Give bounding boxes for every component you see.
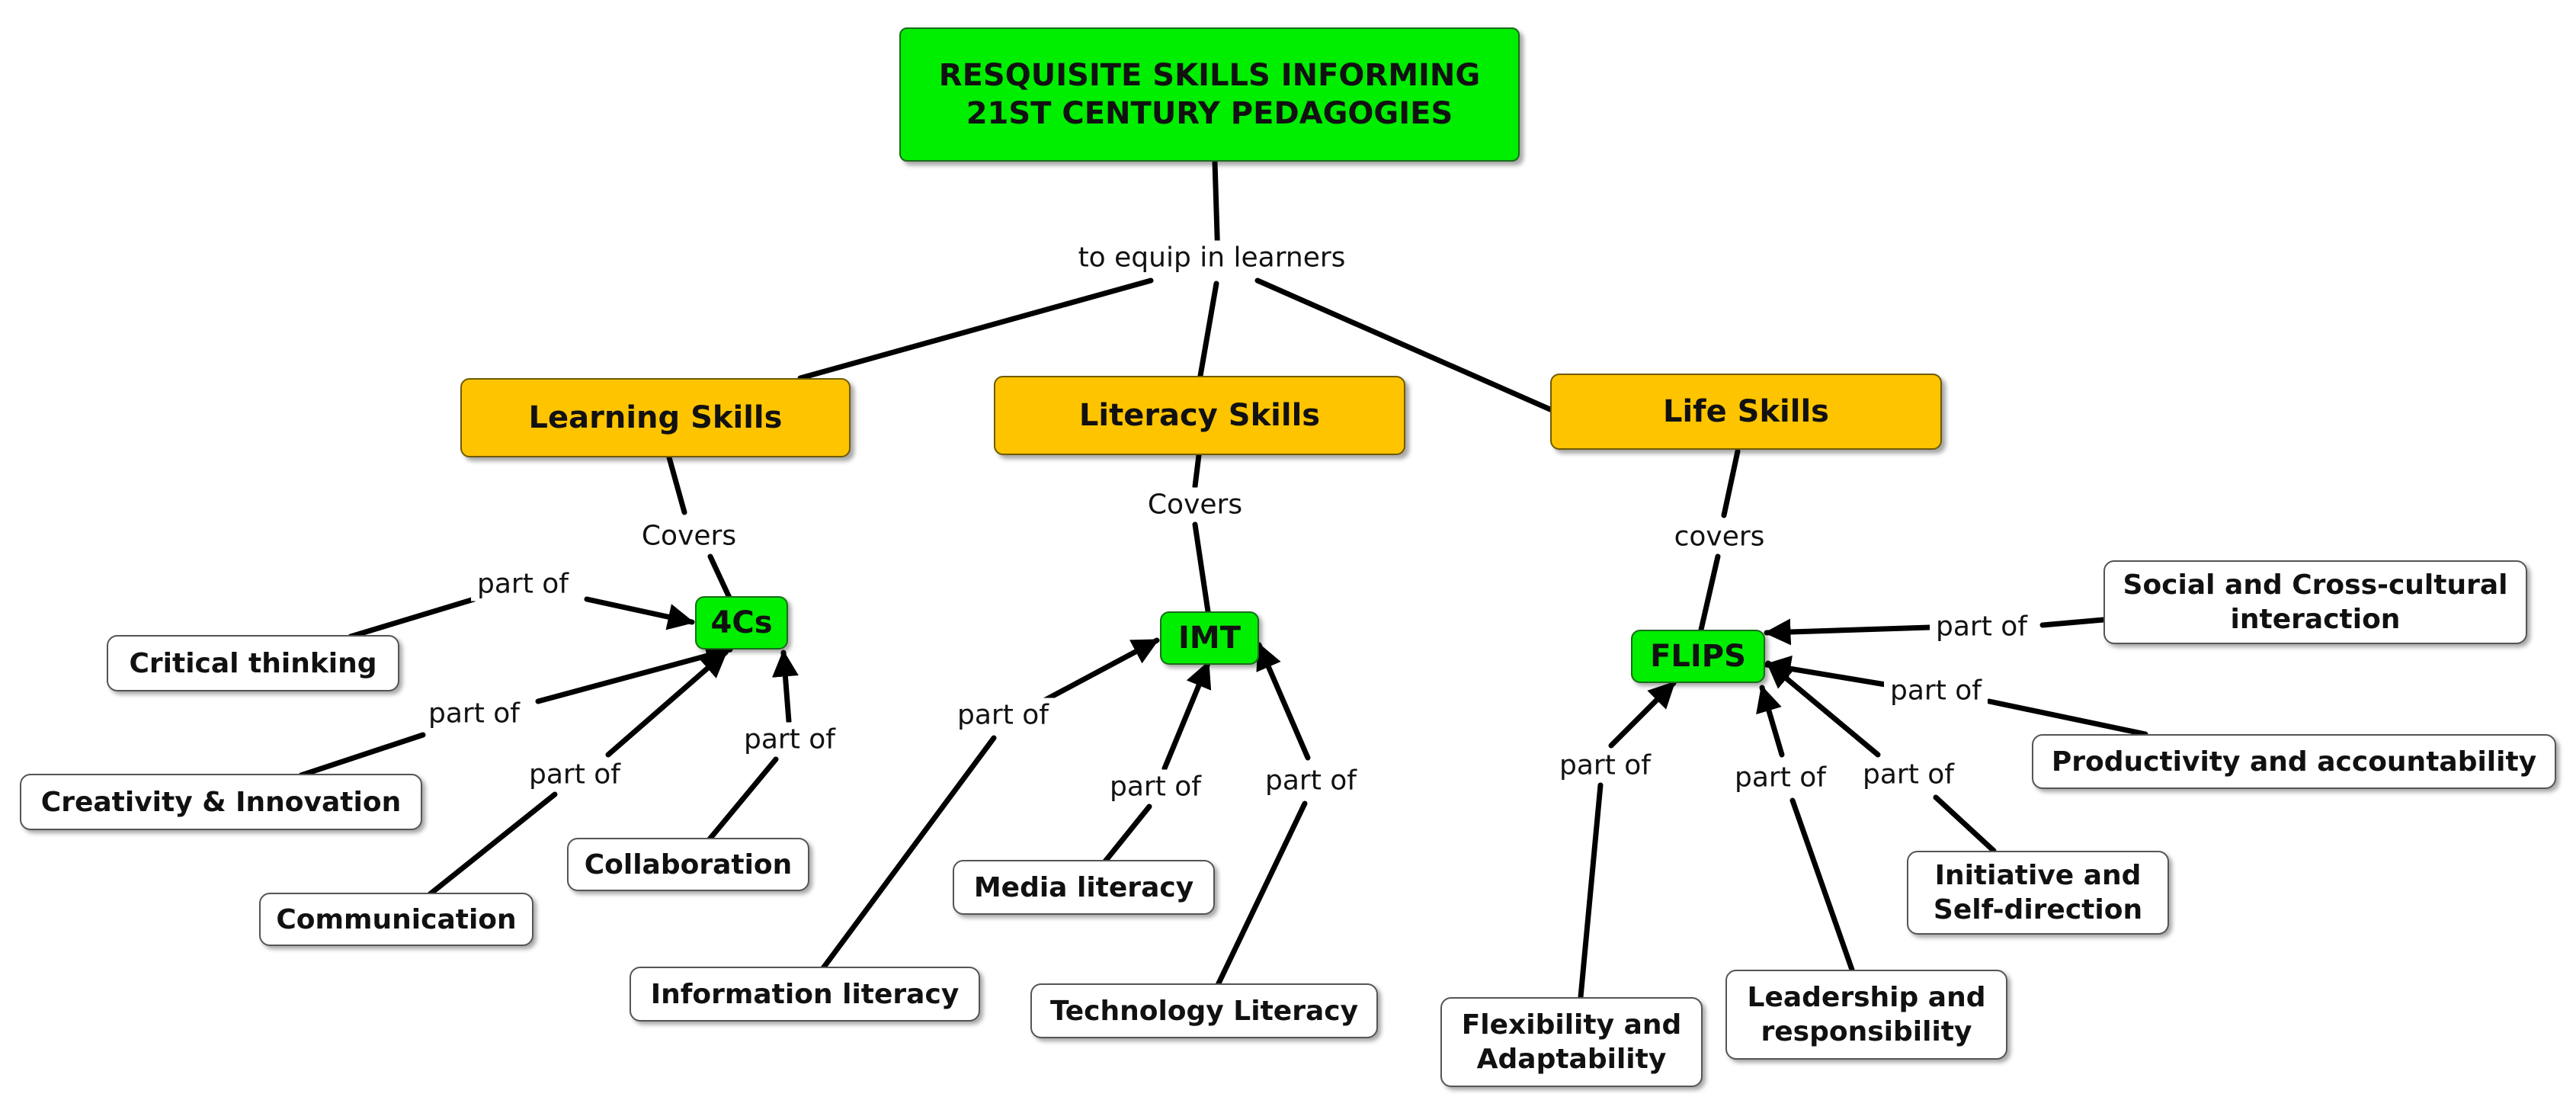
category-learning-skills: Learning Skills [460,378,851,457]
edge-communication-b [605,650,729,758]
edge-flexibility-b [1608,680,1677,749]
edge-critical-thinking-b [584,596,695,630]
edge-creativity-a [298,732,426,778]
hub-flips: FLIPS [1631,630,1765,683]
edge-link-to-learning [797,277,1154,381]
edge-critical-thinking-a [348,596,477,640]
skill-flexibility-adaptability: Flexibility and Adaptability [1440,997,1703,1087]
skill-leadership-responsibility: Leadership and responsibility [1725,970,2007,1060]
link-covers-learning: Covers [635,518,743,553]
skill-information-literacy: Information literacy [630,967,980,1022]
edge-technology-literacy-b [1256,642,1311,761]
skill-initiative-self-direction: Initiative and Self-direction [1907,851,2169,935]
edge-flexibility-a [1578,782,1604,1000]
edge-collaboration-b [771,650,799,724]
edge-media-literacy-a [1102,803,1152,864]
edge-creativity-b [535,643,733,704]
edge-collaboration-a [706,756,779,843]
skill-technology-literacy: Technology Literacy [1030,983,1378,1038]
link-part-of-initiative: part of [1857,757,1960,792]
link-part-of-creativity: part of [422,696,526,731]
edge-productivity-a [1986,698,2148,737]
edge-information-literacy-a [820,735,997,971]
link-part-of-social: part of [1930,609,2033,644]
edge-initiative-b [1765,660,1881,758]
skill-collaboration: Collaboration [567,838,809,891]
skill-critical-thinking: Critical thinking [107,635,399,691]
edge-leadership-b [1756,685,1785,758]
link-part-of-information-literacy: part of [951,698,1055,733]
edge-covers-to-4cs [707,553,733,602]
edge-information-literacy-b [1040,637,1160,704]
skill-social-cross-cultural: Social and Cross-cultural interaction [2103,560,2527,644]
hub-4cs: 4Cs [695,596,788,650]
hub-imt: IMT [1160,611,1259,665]
edge-covers-to-imt [1192,521,1211,614]
link-part-of-collaboration: part of [738,722,841,757]
skill-productivity-accountability: Productivity and accountability [2032,734,2556,789]
edge-initiative-a [1933,794,1997,854]
edge-literacy-to-covers [1192,452,1202,489]
link-part-of-leadership: part of [1729,760,1832,795]
edge-link-to-life [1254,277,1553,412]
link-part-of-productivity: part of [1884,673,1988,708]
skill-creativity-innovation: Creativity & Innovation [20,774,422,830]
edge-leadership-a [1789,797,1855,973]
skill-media-literacy: Media literacy [953,860,1215,915]
link-part-of-flexibility: part of [1553,748,1657,783]
link-part-of-media-literacy: part of [1104,769,1207,804]
link-covers-life: covers [1668,519,1771,554]
category-literacy-skills: Literacy Skills [994,376,1405,455]
edge-link-to-literacy [1197,281,1219,379]
edge-learning-to-covers [666,454,687,515]
link-covers-literacy: Covers [1141,487,1249,522]
link-part-of-technology-literacy: part of [1259,763,1363,798]
link-part-of-communication: part of [523,757,626,792]
edge-social-a [2039,617,2107,628]
edge-technology-literacy-a [1215,800,1308,988]
link-to-equip-in-learners: to equip in learners [1072,240,1352,275]
edge-social-b [1764,618,1933,646]
link-part-of-critical-thinking: part of [471,566,575,601]
root-node: RESQUISITE SKILLS INFORMING 21ST CENTURY… [899,27,1520,162]
edge-communication-a [427,791,558,897]
edge-media-literacy-b [1161,660,1212,771]
edge-life-to-covers [1721,448,1741,518]
skill-communication: Communication [259,893,533,946]
category-life-skills: Life Skills [1550,374,1942,450]
edge-covers-to-flips [1698,553,1721,633]
